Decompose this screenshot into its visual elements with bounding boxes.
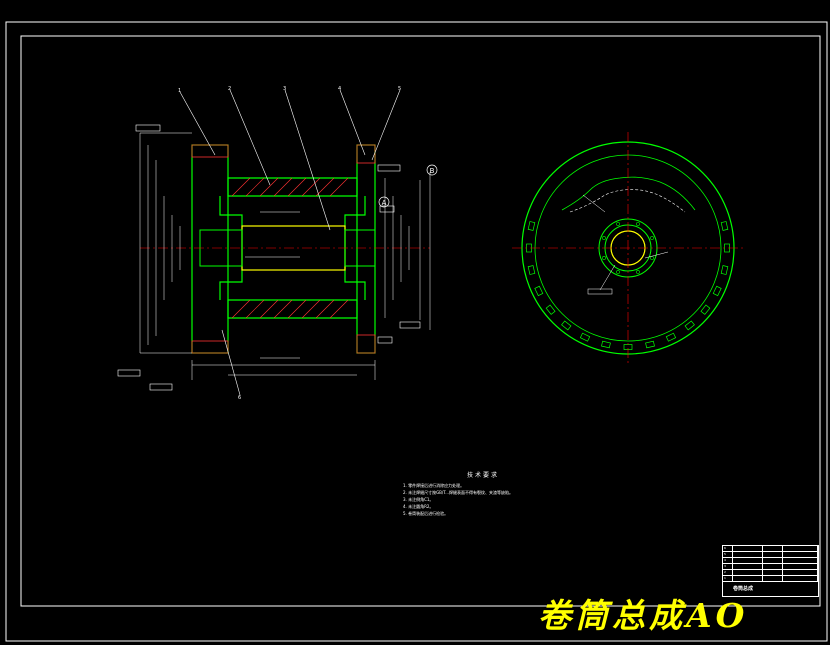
- technical-notes-title: 技术要求: [466, 472, 499, 479]
- datum-a-circle: [378, 196, 390, 208]
- bolt-hole: [650, 236, 654, 240]
- tb-cell: [763, 558, 783, 563]
- datum-a-label: A: [382, 199, 387, 207]
- left-flange-top-hatch: [191, 144, 229, 158]
- part-label-6: 6: [238, 395, 241, 401]
- rim-slot: [527, 221, 536, 231]
- rim-slot: [561, 320, 572, 331]
- title-block-row: 2: [723, 570, 818, 576]
- technical-note-2: 2. 未注焊缝尺寸按GB/T...焊缝表面不得有裂纹、夹渣等缺陷。: [403, 490, 514, 495]
- title-block-row: 6: [723, 546, 818, 552]
- tb-cell: [783, 546, 818, 551]
- title-block: 6 5 4 3 2 1 卷筒总成: [722, 545, 819, 597]
- datum-b-label: B: [430, 167, 435, 175]
- title-block-row: 1: [723, 576, 818, 582]
- tb-cell: 2: [723, 570, 733, 575]
- end-view-leader-2: [644, 251, 669, 259]
- tb-cell: [763, 570, 783, 575]
- bolt-hole: [616, 222, 620, 226]
- part-label-3: 3: [283, 86, 286, 92]
- break-line: [569, 189, 686, 213]
- rim-slot: [645, 340, 655, 349]
- rim-slot: [720, 221, 729, 231]
- tb-cell: [733, 576, 763, 581]
- left-flange: [191, 144, 229, 354]
- rim-slot: [601, 340, 611, 349]
- left-flange-bottom-hatch: [191, 340, 229, 354]
- bolt-hole: [636, 270, 640, 274]
- drum-shell-top: [227, 177, 358, 197]
- rim-slot: [712, 285, 722, 297]
- technical-notes: 技术要求 1. 零件焊接后进行消除应力处理。 2. 未注焊缝尺寸按GB/T...…: [403, 472, 603, 517]
- tb-cell: 3: [723, 564, 733, 569]
- tb-cell: [783, 576, 818, 581]
- tb-cell: [733, 564, 763, 569]
- rim-slot: [534, 285, 544, 297]
- part-balloons: 1 2 3 4 5 6: [178, 86, 401, 401]
- tb-cell: [783, 564, 818, 569]
- rim-slot: [684, 320, 695, 331]
- right-flange-top-hatch: [356, 144, 376, 164]
- bolt-hole: [616, 270, 620, 274]
- tb-cell: [733, 546, 763, 551]
- rim-slot: [700, 304, 711, 315]
- tb-cell: [733, 570, 763, 575]
- rim-slot: [545, 304, 556, 315]
- right-flange-bottom-hatch: [356, 334, 376, 354]
- leader-lines: [179, 89, 401, 396]
- tb-cell: 1: [723, 576, 733, 581]
- title-block-name: 卷筒总成: [732, 586, 753, 592]
- end-view-note-box: [587, 288, 613, 295]
- rim-slot: [579, 332, 591, 342]
- tb-cell: 4: [723, 558, 733, 563]
- end-view-leader-1: [599, 264, 616, 291]
- tb-cell: [763, 564, 783, 569]
- rim-slot: [665, 332, 677, 342]
- dimension-lines: [139, 132, 431, 380]
- tb-cell: 6: [723, 546, 733, 551]
- technical-note-3: 3. 未注倒角C1。: [403, 497, 434, 502]
- bolt-hole: [602, 256, 606, 260]
- end-view-leader-3: [582, 194, 606, 213]
- bolt-hole: [650, 256, 654, 260]
- tb-cell: [783, 570, 818, 575]
- drum-end-view: [512, 132, 744, 364]
- outer-frame: [5, 21, 828, 642]
- drawing-watermark-title: 卷筒总成AO: [538, 596, 749, 635]
- part-label-4: 4: [338, 86, 341, 92]
- bolt-hole: [636, 222, 640, 226]
- drum-shell-bottom: [227, 299, 358, 319]
- datum-b-circle: [426, 164, 438, 176]
- tb-cell: [763, 546, 783, 551]
- title-block-row: 3: [723, 564, 818, 570]
- right-flange: [356, 144, 376, 354]
- inner-frame: [20, 35, 821, 607]
- tb-cell: [763, 576, 783, 581]
- tb-cell: [733, 552, 763, 557]
- tb-cell: [783, 552, 818, 557]
- technical-note-5: 5. 卷筒装配后进行检验。: [403, 511, 449, 516]
- shell-hatching: [231, 177, 349, 319]
- tb-cell: 5: [723, 552, 733, 557]
- part-label-1: 1: [178, 88, 181, 94]
- tb-cell: [763, 552, 783, 557]
- part-label-2: 2: [228, 86, 231, 92]
- rim-slot: [527, 265, 536, 275]
- drum-section-view: [117, 89, 431, 396]
- technical-note-1: 1. 零件焊接后进行消除应力处理。: [403, 483, 465, 488]
- bolt-hole: [602, 236, 606, 240]
- tb-cell: [783, 558, 818, 563]
- part-label-5: 5: [398, 86, 401, 92]
- rim-slot: [720, 265, 729, 275]
- technical-note-4: 4. 未注圆角R2。: [403, 504, 434, 509]
- rim-slots: [526, 221, 730, 350]
- broken-section-edge: [561, 176, 696, 211]
- title-block-row: 5: [723, 552, 818, 558]
- datum-markers: A B: [378, 164, 438, 208]
- tb-cell: [733, 558, 763, 563]
- title-block-row: 4: [723, 558, 818, 564]
- annotation-boxes: [117, 124, 421, 391]
